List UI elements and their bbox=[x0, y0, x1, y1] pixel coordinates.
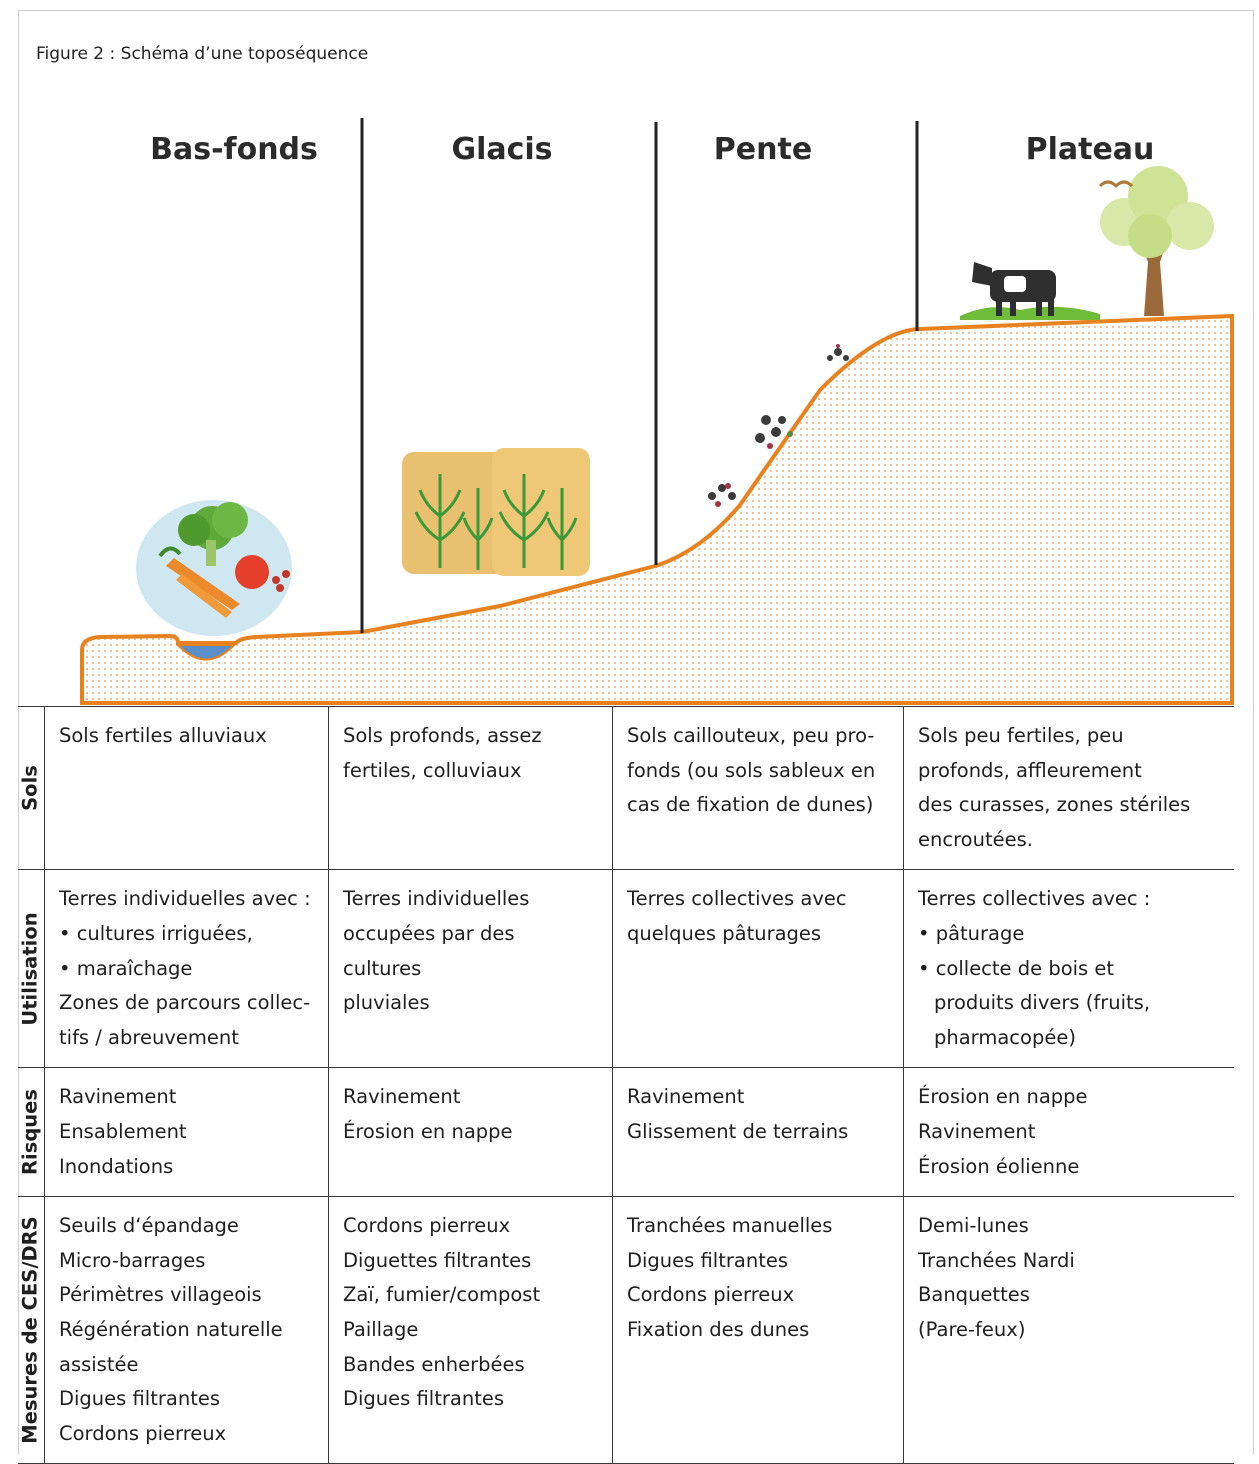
cell-line: Fixation des dunes bbox=[627, 1317, 810, 1341]
shrub-icon bbox=[708, 344, 849, 507]
cell-line: Terres collectives avec : bbox=[918, 887, 1151, 911]
cell-line: • maraîchage bbox=[59, 956, 193, 980]
cell-line: Cordons pierreux bbox=[343, 1214, 511, 1238]
zone-label-glacis: Glacis bbox=[451, 132, 553, 167]
cell-line: profonds, affleurement bbox=[918, 758, 1142, 782]
cell-line: Sols fertiles alluviaux bbox=[59, 724, 267, 747]
table-cell: Terres individuelles avec : • cultures ir… bbox=[44, 869, 329, 1068]
cell-line: Zones de parcours collec- bbox=[59, 991, 311, 1015]
cell-line: Digues filtrantes bbox=[627, 1248, 788, 1272]
row-header: Mesures de CES/DRS bbox=[18, 1196, 45, 1464]
row-header: Risques bbox=[18, 1067, 45, 1197]
cell-line: Cordons pierreux bbox=[627, 1283, 795, 1307]
table-cell: Terres collectives avec quelques pâturage… bbox=[612, 869, 904, 1068]
cell-line: encroutées. bbox=[918, 827, 1033, 851]
cell-line: des curasses, zones stériles bbox=[918, 793, 1191, 817]
ground-profile bbox=[80, 313, 1234, 705]
cell-line: Tranchées Nardi bbox=[918, 1248, 1075, 1272]
cell-line: Ensablement bbox=[59, 1119, 187, 1143]
cow-icon bbox=[960, 262, 1100, 320]
tree-icon bbox=[1100, 166, 1214, 316]
cell-line: Terres individuelles avec : bbox=[59, 887, 311, 911]
cell-line: Digues filtrantes bbox=[343, 1387, 504, 1411]
table-cell: Terres collectives avec : • pâturage • col… bbox=[903, 869, 1234, 1068]
cell-line: Ravinement bbox=[627, 1085, 745, 1109]
table-row: Sols Sols fertiles alluviaux Sols profonds… bbox=[18, 705, 1234, 870]
cell-line: Inondations bbox=[59, 1154, 174, 1178]
cell-line: Zaï, fumier/compost bbox=[343, 1283, 541, 1307]
water-pond bbox=[175, 644, 237, 661]
cell-line: produits divers (fruits, bbox=[934, 991, 1151, 1015]
cell-line: cas de fixation de dunes) bbox=[627, 793, 874, 817]
cell-line: Ravinement bbox=[918, 1119, 1036, 1143]
cell-line: Périmètres villageois bbox=[59, 1283, 262, 1307]
cell-line: Micro-barrages bbox=[59, 1248, 206, 1272]
vegetable-bowl-icon bbox=[136, 500, 292, 636]
cell-line: Érosion en nappe bbox=[918, 1085, 1088, 1109]
table-cell: Sols peu fertiles, peu profonds, affleure… bbox=[903, 705, 1234, 870]
row-label: Utilisation bbox=[18, 912, 42, 1026]
cell-line: Érosion en nappe bbox=[343, 1119, 513, 1143]
cell-line: Seuils d‘épandage bbox=[59, 1214, 239, 1238]
toposequence-table: Sols Sols fertiles alluviaux Sols profonds… bbox=[18, 705, 1234, 1464]
cell-line: Bandes enherbées bbox=[343, 1352, 525, 1376]
cell-line: (Pare-feux) bbox=[918, 1317, 1026, 1341]
cell-line: Ravinement bbox=[59, 1085, 177, 1109]
cell-line: Digues filtrantes bbox=[59, 1387, 220, 1411]
cell-line: quelques pâturages bbox=[627, 921, 822, 945]
cell-line: Sols caillouteux, peu pro- bbox=[627, 724, 875, 747]
table-cell: Terres individuelles occupées par des cul… bbox=[328, 869, 613, 1068]
cell-line: Terres collectives avec bbox=[627, 887, 847, 911]
cell-line: Glissement de terrains bbox=[627, 1119, 849, 1143]
cell-line: • collecte de bois et bbox=[918, 956, 1115, 980]
cell-line: pluviales bbox=[343, 991, 430, 1015]
cell-line: Érosion éolienne bbox=[918, 1154, 1080, 1178]
cell-line: Paillage bbox=[343, 1317, 419, 1341]
cell-line: fertiles, colluviaux bbox=[343, 758, 522, 782]
table-cell: Sols profonds, assez fertiles, colluviaux bbox=[328, 705, 613, 870]
figure-caption: Figure 2 : Schéma d’une toposéquence bbox=[36, 44, 369, 64]
cell-line: Banquettes bbox=[918, 1283, 1030, 1307]
cell-line: Sols peu fertiles, peu bbox=[918, 724, 1124, 747]
zone-label-pente: Pente bbox=[713, 132, 813, 167]
cell-line: Sols profonds, assez bbox=[343, 724, 542, 747]
cell-line: fonds (ou sols sableux en bbox=[627, 758, 876, 782]
cell-line: Régénération naturelle bbox=[59, 1317, 283, 1341]
table-row: Utilisation Terres individuelles avec : • … bbox=[18, 869, 1234, 1068]
cell-line: Diguettes filtrantes bbox=[343, 1248, 532, 1272]
row-label: Risques bbox=[18, 1089, 42, 1176]
row-label: Sols bbox=[18, 765, 42, 812]
cell-line: tifs / abreuvement bbox=[59, 1025, 239, 1049]
cell-line: Ravinement bbox=[343, 1085, 461, 1109]
table-cell: Sols caillouteux, peu pro-fonds (ou sols… bbox=[612, 705, 904, 870]
cell-line: Cordons pierreux bbox=[59, 1421, 227, 1445]
toposequence-diagram bbox=[80, 118, 1234, 705]
cell-line: pharmacopée) bbox=[934, 1025, 1076, 1049]
bird-icon bbox=[1098, 180, 1134, 189]
cell-line: • cultures irriguées, bbox=[59, 921, 253, 945]
cell-line: Demi-lunes bbox=[918, 1214, 1029, 1238]
maize-field-icon bbox=[402, 448, 590, 576]
cell-line: Terres individuelles bbox=[343, 887, 530, 911]
zone-label-plateau: Plateau bbox=[1025, 132, 1155, 167]
zone-label-bas-fonds: Bas-fonds bbox=[150, 132, 318, 167]
table-cell: Sols fertiles alluviaux bbox=[44, 705, 329, 870]
cell-line: • pâturage bbox=[918, 921, 1025, 945]
cell-line: occupées par des cultures bbox=[343, 921, 515, 980]
row-header: Sols bbox=[18, 705, 45, 870]
cell-line: Tranchées manuelles bbox=[627, 1214, 833, 1238]
cell-line: assistée bbox=[59, 1352, 139, 1376]
row-label: Mesures de CES/DRS bbox=[18, 1216, 42, 1444]
row-header: Utilisation bbox=[18, 869, 45, 1068]
